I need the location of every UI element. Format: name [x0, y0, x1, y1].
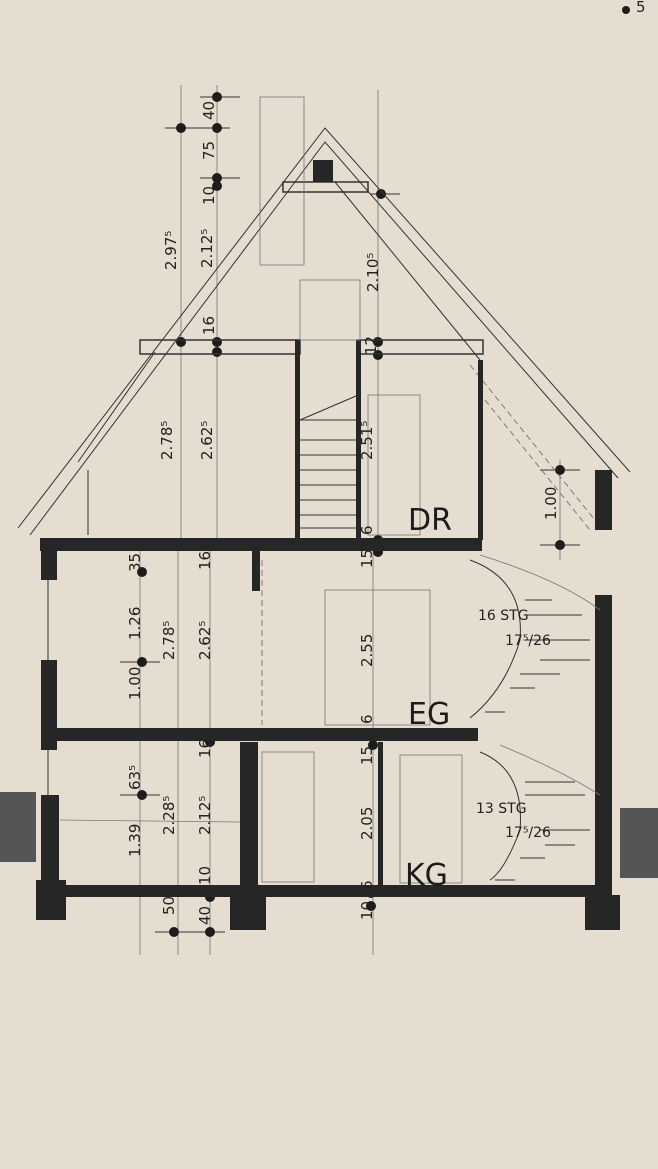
structure: [0, 470, 658, 930]
attic-stair: [299, 395, 357, 529]
dim-label: 63⁵: [126, 765, 144, 790]
stair-ratio-upper: 17⁵/26: [505, 633, 551, 649]
level-label-eg: EG: [408, 697, 450, 732]
basement-slab: [55, 885, 610, 897]
dim-label: 16: [196, 551, 214, 570]
dim-label: 2.78⁵: [160, 621, 178, 660]
dim-label: 2.28⁵: [160, 796, 178, 835]
dim-label: 50: [160, 896, 178, 915]
level-label-kg: KG: [405, 858, 448, 893]
dim-label: 40: [200, 101, 218, 120]
left-terrain: [0, 792, 36, 862]
dim-label: 12: [362, 336, 380, 355]
dim-label: 1.00: [126, 667, 144, 700]
dim-label: 1.39: [126, 824, 144, 857]
dim-label: 10: [196, 866, 214, 885]
dim-label: 15: [358, 746, 376, 765]
dimension-labels: 2.97⁵ 2.12⁵ 2.10⁵ 40 75 10 16 12 2.78⁵ 2…: [126, 101, 560, 925]
dim-label: 16: [200, 316, 218, 335]
dim-label: 2.78⁵: [158, 421, 176, 460]
ridge-beam: [313, 160, 333, 182]
dim-label: 10: [358, 901, 376, 920]
dim-label: 35: [126, 553, 144, 572]
dim-label: 2.12⁵: [196, 796, 214, 835]
corner-mark: 5: [636, 0, 646, 16]
ground-slab: [55, 728, 478, 741]
right-terrain: [620, 808, 658, 878]
dim-label: 6: [358, 880, 376, 890]
dim-label: 2.97⁵: [162, 231, 180, 270]
attic-slab: [40, 538, 482, 551]
stair-steps-lower: 13 STG: [476, 801, 527, 817]
dim-label: 2.51⁵: [358, 421, 376, 460]
attic-floor: [87, 96, 484, 540]
level-label-dr: DR: [408, 503, 452, 538]
dim-label: 40: [196, 906, 214, 925]
dim-label: 2.12⁵: [198, 229, 216, 268]
roof: [17, 127, 631, 536]
stair-eg: [469, 554, 601, 719]
dim-label: 2.55: [358, 634, 376, 667]
dim-label: 2.62⁵: [196, 621, 214, 660]
dim-label: 6: [358, 714, 376, 724]
dim-label: 2.62⁵: [198, 421, 216, 460]
dim-label: 15: [358, 549, 376, 568]
dim-label: 2.05: [358, 807, 376, 840]
stair-ratio-lower: 17⁵/26: [505, 825, 551, 841]
stair-kg: [479, 744, 601, 881]
dim-label: 1.00: [542, 487, 560, 520]
dim-label: 1.26: [126, 607, 144, 640]
dim-label: 10: [200, 186, 218, 205]
dim-label: 2.10⁵: [364, 253, 382, 292]
collar-beam: [282, 181, 369, 193]
dim-label: 75: [200, 141, 218, 160]
dim-label: 16: [196, 739, 214, 758]
stair-steps-upper: 16 STG: [478, 608, 529, 624]
dim-label: 6: [358, 525, 376, 535]
